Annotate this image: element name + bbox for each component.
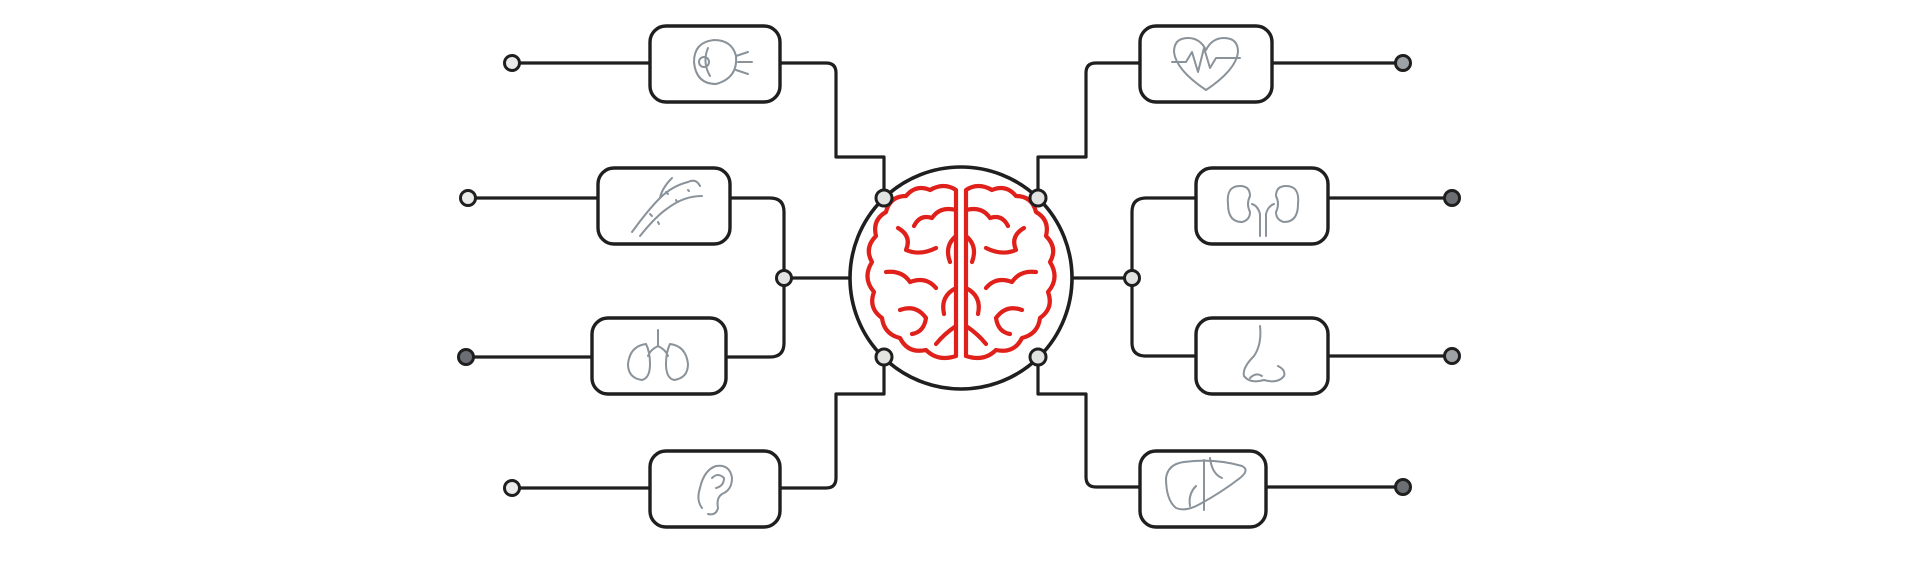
node-nose-terminal	[1443, 347, 1461, 365]
nose-icon	[1242, 325, 1286, 383]
heart-icon	[1171, 37, 1241, 91]
node-brain-bottom-right	[1028, 347, 1048, 367]
box-kidneys	[1194, 166, 1330, 246]
brain-circle	[848, 165, 1074, 391]
route-liver-brain	[1036, 355, 1142, 489]
route-ear-brain	[778, 355, 886, 490]
node-brain-top-right	[1028, 188, 1048, 208]
node-vessel-terminal	[459, 189, 477, 207]
node-heart-terminal	[1394, 54, 1412, 72]
node-liver-terminal	[1394, 478, 1412, 496]
node-left-junction	[775, 269, 793, 287]
box-ear	[648, 449, 782, 529]
node-kidneys-terminal	[1443, 189, 1461, 207]
node-eye-terminal	[503, 54, 521, 72]
box-eye	[648, 24, 782, 104]
box-nose	[1194, 316, 1330, 396]
node-brain-top-left	[874, 188, 894, 208]
kidneys-icon	[1226, 185, 1300, 237]
endpoint-nodes	[457, 54, 1461, 497]
lungs-icon	[627, 329, 689, 381]
box-lungs	[590, 316, 728, 396]
node-brain-bottom-left	[874, 347, 894, 367]
eye-icon	[693, 39, 753, 85]
box-blood-vessel	[596, 166, 732, 246]
liver-icon	[1165, 457, 1247, 511]
node-right-junction	[1123, 269, 1141, 287]
route-heart-brain	[1036, 61, 1142, 200]
route-eye-brain	[778, 61, 886, 200]
node-lungs-terminal	[457, 348, 475, 366]
route-kidneys-nose	[1130, 196, 1198, 358]
box-heart	[1138, 24, 1274, 104]
ear-icon	[697, 464, 733, 516]
brain-icon	[865, 183, 1057, 361]
blood-vessel-icon	[631, 177, 703, 237]
node-ear-terminal	[503, 479, 521, 497]
